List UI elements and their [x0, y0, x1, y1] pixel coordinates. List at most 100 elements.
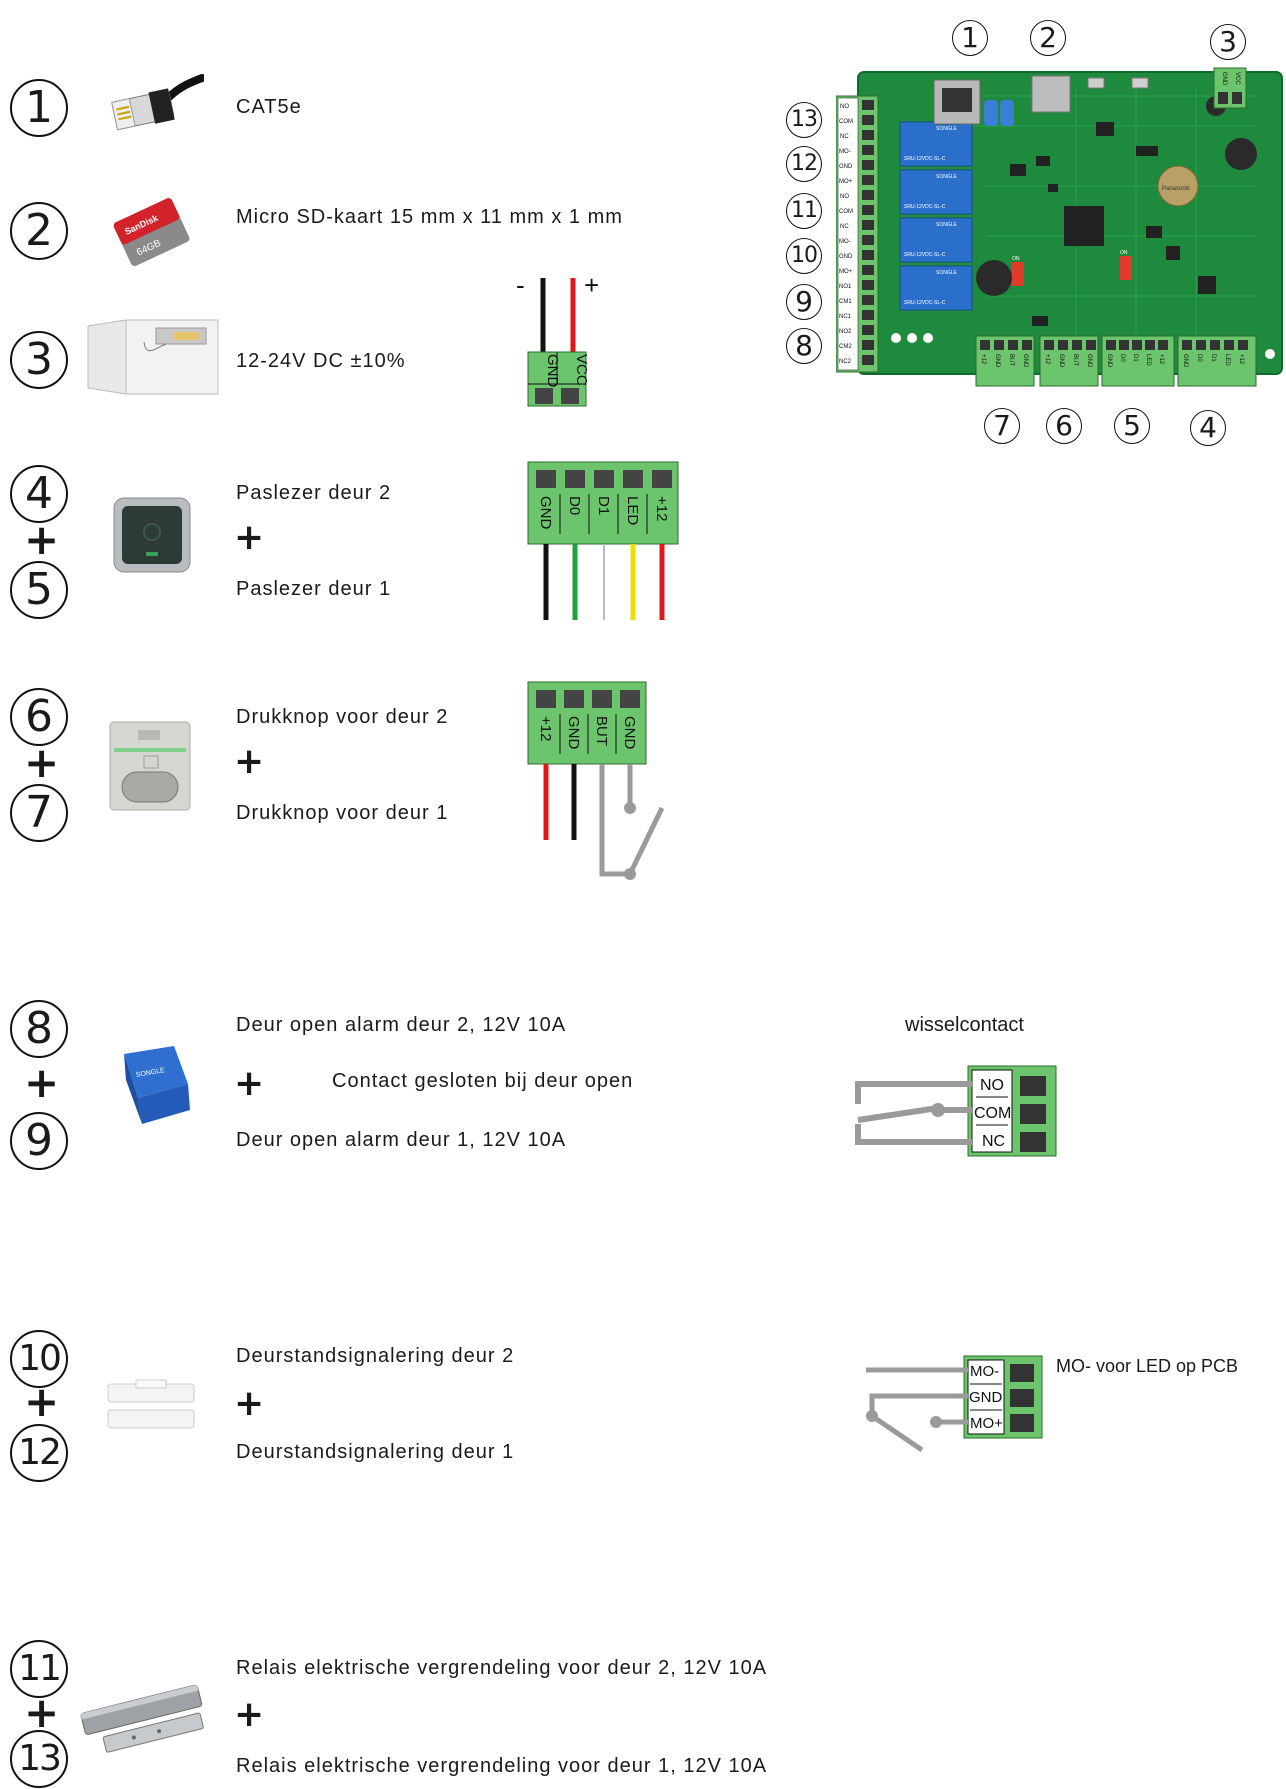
relay-pin-com: COM — [974, 1105, 1011, 1122]
pcb-term-b4-5: +12 — [1238, 354, 1244, 365]
card-reader-icon — [113, 497, 191, 573]
power-pin-gnd: GND — [544, 354, 561, 388]
door-pin-gnd: GND — [969, 1389, 1003, 1406]
pcb-badge-8: 8 — [786, 328, 822, 364]
pcb-term-l9: NC — [840, 224, 849, 230]
button-pin-plus12: +12 — [537, 716, 554, 741]
pcb-term-l6: MO+ — [839, 179, 853, 185]
reader-pin-gnd: GND — [537, 496, 554, 530]
badge-plus-67: + — [24, 738, 60, 787]
label-power: 12-24V DC ±10% — [236, 350, 406, 372]
pcb-badge-12: 12 — [786, 146, 822, 182]
pcb-badge-1: 1 — [952, 20, 988, 56]
pcb-term-l14: CM1 — [839, 299, 852, 305]
pcb-term-l5: GND — [839, 164, 853, 170]
pcb-term-l12: MO+ — [839, 269, 853, 275]
badge-3: 3 — [10, 331, 68, 389]
relay-pin-nc: NC — [982, 1133, 1005, 1150]
pcb-term-b7-4: GND — [1022, 354, 1028, 368]
pcb-term-b6-3: BUT — [1072, 354, 1078, 366]
controller-pcb: NO COM NC MO- GND MO+ NO COM NC MO- GND … — [836, 67, 1283, 387]
badge-plus-45: + — [24, 515, 60, 564]
pcb-term-l10: MO- — [839, 239, 851, 245]
badge-plus-89: + — [24, 1058, 60, 1107]
power-pin-vcc: VCC — [573, 354, 590, 386]
reader-connector: GND D0 D1 LED +12 — [527, 461, 679, 620]
pcb-term-b5-4: LED — [1145, 354, 1151, 366]
button-pin-gnd: GND — [565, 716, 582, 750]
door-pin-mo-minus: MO- — [970, 1363, 999, 1380]
pcb-term-l2: COM — [839, 119, 853, 125]
badge-5: 5 — [10, 561, 68, 619]
relay-switch-diagram: NO COM NC — [855, 1065, 1057, 1157]
pcb-dip-label-2: ON — [1120, 250, 1128, 256]
relay-switch-title: wisselcontact — [905, 1014, 1024, 1036]
badge-1: 1 — [10, 79, 68, 137]
button-pin-but: BUT — [593, 716, 610, 746]
reader-pin-led: LED — [624, 496, 641, 525]
micro-sd-card-icon: SanDisk 64GB — [113, 198, 190, 267]
pcb-badge-13: 13 — [786, 102, 822, 138]
pcb-badge-11: 11 — [786, 193, 822, 229]
pcb-term-l4: MO- — [839, 149, 851, 155]
pcb-term-b5-1: GND — [1106, 354, 1112, 368]
pcb-relay-brand-1: SONGLE — [936, 126, 958, 132]
pcb-top-term-gnd: GND — [1221, 72, 1227, 86]
pcb-badge-4: 4 — [1190, 410, 1226, 446]
label-cat5e: CAT5e — [236, 96, 302, 118]
pcb-term-b6-1: +12 — [1044, 354, 1050, 365]
label-button-door-2: Drukknop voor deur 2 — [236, 706, 449, 728]
label-contact-closed: Contact gesloten bij deur open — [332, 1070, 634, 1092]
pcb-badge-5: 5 — [1114, 408, 1150, 444]
pcb-term-b5-3: D1 — [1132, 354, 1138, 362]
reader-pin-d1: D1 — [595, 496, 612, 515]
power-connector: - + GND VCC — [516, 270, 599, 407]
pcb-term-b7-2: GND — [994, 354, 1000, 368]
label-doorsignal-1: Deurstandsignalering deur 1 — [236, 1441, 515, 1463]
label-doorsignal-2: Deurstandsignalering deur 2 — [236, 1345, 515, 1367]
label-plus-45: + — [234, 517, 265, 558]
label-plus-1012: + — [234, 1383, 265, 1424]
label-reader-door-2: Paslezer deur 2 — [236, 482, 392, 504]
pcb-badge-9: 9 — [786, 284, 822, 320]
pcb-term-b6-4: GND — [1086, 354, 1092, 368]
pcb-term-l3: NC — [840, 134, 849, 140]
door-signal-note: MO- voor LED op PCB — [1056, 1356, 1239, 1376]
power-supply-box-icon — [87, 319, 219, 395]
badge-7: 7 — [10, 784, 68, 842]
pcb-term-l7: NO — [840, 194, 849, 200]
button-connector: +12 GND BUT GND — [527, 681, 665, 880]
pcb-term-l16: NO2 — [839, 329, 852, 335]
relay-icon: SONGLE — [124, 1046, 190, 1124]
pcb-relay-model-3: SRU-12VDC-SL-C — [904, 252, 946, 258]
door-pin-mo-plus: MO+ — [970, 1415, 1003, 1432]
pcb-badge-10: 10 — [786, 238, 822, 274]
pcb-term-l13: NO1 — [839, 284, 852, 290]
pcb-term-b7-3: BUT — [1008, 354, 1014, 366]
badge-10: 10 — [10, 1330, 68, 1388]
pcb-relay-brand-2: SONGLE — [936, 174, 958, 180]
label-plus-89: + — [234, 1063, 265, 1104]
badge-2: 2 — [10, 202, 68, 260]
badge-11: 11 — [10, 1640, 68, 1698]
badge-13: 13 — [10, 1730, 68, 1788]
label-alarm-door-1: Deur open alarm deur 1, 12V 10A — [236, 1129, 567, 1151]
pcb-term-b7-1: +12 — [980, 354, 986, 365]
pcb-term-l11: GND — [839, 254, 853, 260]
pcb-term-l1: NO — [840, 104, 849, 110]
power-plus-sign: + — [584, 270, 599, 300]
pcb-term-b5-5: +12 — [1158, 354, 1164, 365]
pcb-badge-3: 3 — [1210, 24, 1246, 60]
pcb-dip-label-1: ON — [1012, 256, 1020, 262]
badge-4: 4 — [10, 465, 68, 523]
power-minus-sign: - — [516, 270, 525, 300]
badge-12: 12 — [10, 1424, 68, 1482]
label-alarm-door-2: Deur open alarm deur 2, 12V 10A — [236, 1014, 567, 1036]
door-contact-icon — [107, 1379, 195, 1429]
badge-9: 9 — [10, 1112, 68, 1170]
pcb-term-l8: COM — [839, 209, 853, 215]
badge-8: 8 — [10, 1000, 68, 1058]
badge-6: 6 — [10, 688, 68, 746]
label-micro-sd: Micro SD-kaart 15 mm x 11 mm x 1 mm — [236, 206, 623, 228]
pcb-badge-2: 2 — [1030, 20, 1066, 56]
